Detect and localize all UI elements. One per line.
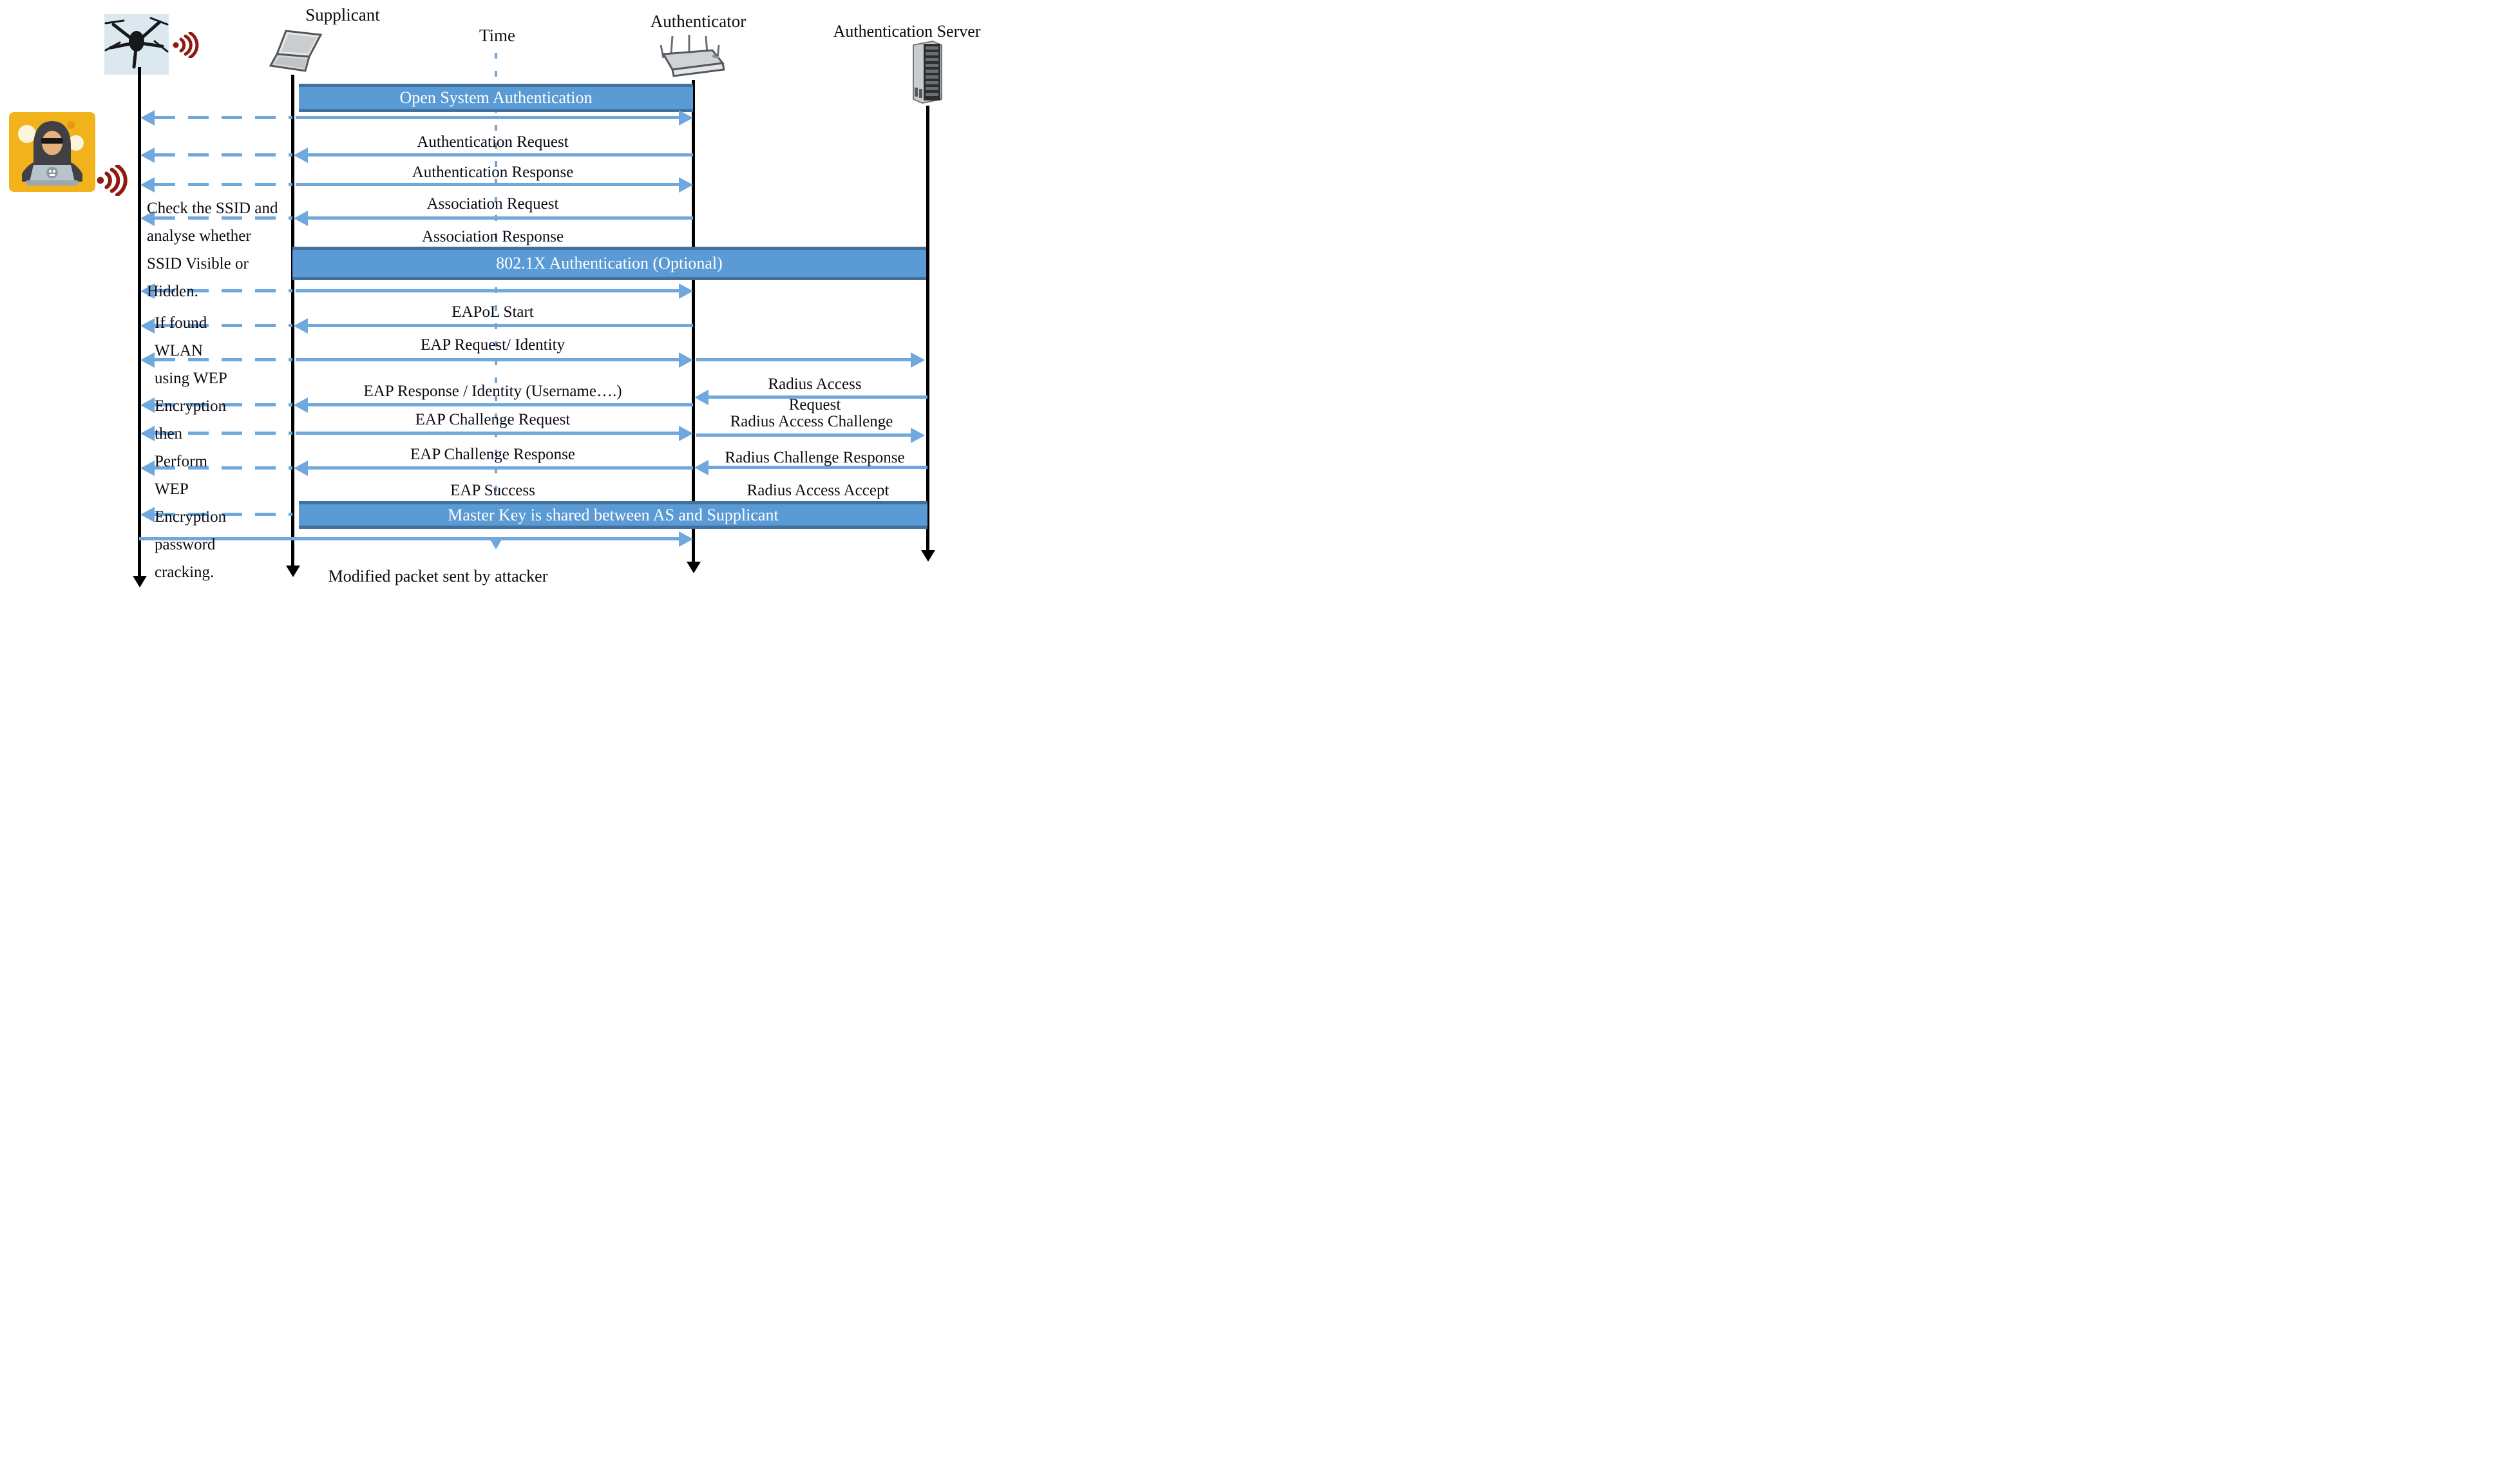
time-label: Time	[479, 26, 516, 45]
dashed-arrowhead-icon	[140, 283, 155, 299]
arrow-eap-response-identity	[308, 403, 693, 406]
dashed-arrow-to-attacker	[155, 513, 292, 516]
dashed-arrow-to-attacker	[155, 183, 292, 186]
arrowhead-icon	[294, 397, 308, 413]
arrow-radius-access-request	[696, 358, 911, 361]
supplicant-lifeline	[291, 75, 294, 566]
footer-modified-packet: Modified packet sent by attacker	[328, 567, 548, 585]
arrow-eap-challenge-request	[296, 432, 680, 435]
dashed-arrow-to-attacker	[155, 216, 292, 220]
arrow-radius-to-authenticator	[708, 395, 927, 399]
dashed-arrow-to-attacker	[155, 153, 292, 157]
label-eapol-start: EAPoL Start	[452, 303, 534, 321]
arrowhead-icon	[679, 283, 693, 299]
dashed-arrowhead-icon	[140, 211, 155, 226]
arrow-eapol-start	[308, 324, 693, 327]
wifi-icon-drone	[173, 32, 201, 58]
laptop-icon	[264, 28, 326, 75]
server-icon	[907, 40, 948, 106]
supplicant-lifeline-arrowhead	[286, 566, 300, 577]
label-auth-request: Authentication Request	[417, 133, 569, 151]
dashed-arrow-to-attacker	[155, 116, 292, 119]
dashed-arrowhead-icon	[140, 318, 155, 334]
label-assoc-request: Association Request	[426, 195, 559, 213]
arrow-assoc-request	[308, 216, 693, 220]
auth-server-label: Authentication Server	[833, 22, 981, 41]
arrowhead-icon	[294, 318, 308, 334]
supplicant-label: Supplicant	[305, 5, 380, 24]
dashed-arrowhead-icon	[140, 397, 155, 413]
arrowhead-icon	[294, 461, 308, 476]
dashed-arrow-to-attacker	[155, 289, 292, 292]
attacker-lifeline	[138, 67, 141, 576]
dashed-arrowhead-icon	[140, 461, 155, 476]
arrowhead-icon	[294, 147, 308, 163]
dashed-arrow-to-attacker	[155, 432, 292, 435]
label-eap-response-identity: EAP Response / Identity (Username….)	[363, 383, 622, 400]
banner-master-key: Master Key is shared between AS and Supp…	[299, 501, 927, 529]
arrowhead-icon	[679, 352, 693, 368]
arrow-radius-access-challenge	[696, 433, 911, 437]
label-eap-request-identity: EAP Request/ Identity	[420, 336, 566, 354]
dashed-arrowhead-icon	[140, 352, 155, 368]
label-eap-challenge-request: EAP Challenge Request	[415, 411, 571, 428]
auth-server-lifeline	[926, 106, 929, 550]
label-eap-challenge-response: EAP Challenge Response	[410, 446, 575, 463]
arrowhead-icon	[294, 211, 308, 226]
arrowhead-icon	[679, 110, 693, 126]
arrowhead-icon	[911, 428, 925, 443]
drone-image	[104, 14, 169, 75]
sequence-diagram: Supplicant Time Authenticator Authentica…	[0, 0, 1004, 594]
note-ssid-check: Check the SSID and analyse whether SSID …	[147, 200, 278, 300]
dashed-arrow-to-attacker	[155, 466, 292, 470]
label-radius-request: Request	[788, 396, 841, 414]
dashed-arrowhead-icon	[140, 177, 155, 193]
label-eap-success: EAP Success	[450, 482, 535, 499]
label-auth-response: Authentication Response	[412, 164, 574, 181]
arrow-eap-request-identity	[296, 358, 680, 361]
label-radius-challenge-response: Radius Challenge Response	[725, 449, 905, 466]
wifi-icon-attacker	[97, 165, 130, 196]
dashed-arrowhead-icon	[140, 110, 155, 126]
dashed-arrow-to-attacker	[155, 403, 292, 406]
hacker-attacker-image	[9, 112, 95, 192]
authenticator-lifeline	[692, 80, 695, 562]
dashed-arrow-to-attacker	[155, 324, 292, 327]
authenticator-label: Authenticator	[650, 12, 746, 31]
dashed-arrowhead-icon	[140, 426, 155, 441]
arrow-radius-challenge-response	[708, 466, 927, 469]
banner-open-system-auth: Open System Authentication	[299, 84, 693, 112]
arrowhead-icon	[911, 352, 925, 368]
router-icon	[653, 35, 728, 80]
arrow-auth-request	[308, 153, 693, 157]
arrow-auth-response	[296, 183, 680, 186]
arrow-open-auth	[296, 116, 680, 119]
auth-server-lifeline-arrowhead	[921, 550, 935, 562]
banner-8021x-auth: 802.1X Authentication (Optional)	[292, 247, 926, 280]
dashed-arrowhead-icon	[140, 147, 155, 163]
label-radius-access: Radius Access	[768, 376, 862, 393]
arrowhead-icon	[694, 460, 708, 475]
arrow-eap-challenge-response	[308, 466, 693, 470]
arrow-assoc-response	[296, 289, 680, 292]
dashed-arrowhead-icon	[140, 507, 155, 522]
time-dotted-line	[495, 53, 497, 537]
arrowhead-icon	[679, 426, 693, 441]
arrowhead-icon	[679, 531, 693, 547]
attacker-lifeline-arrowhead	[133, 576, 147, 587]
time-arrowhead-icon	[490, 538, 502, 549]
label-radius-access-accept: Radius Access Accept	[746, 482, 889, 499]
note-wep-crack: If found WLAN using WEP Encryption then …	[155, 314, 227, 581]
label-assoc-response: Association Response	[421, 228, 564, 245]
arrowhead-icon	[679, 177, 693, 193]
authenticator-lifeline-arrowhead	[687, 562, 701, 573]
label-radius-access-challenge: Radius Access Challenge	[730, 413, 893, 430]
arrow-modified-packet	[139, 537, 679, 540]
dashed-arrow-to-attacker	[155, 358, 292, 361]
arrowhead-icon	[694, 390, 708, 405]
